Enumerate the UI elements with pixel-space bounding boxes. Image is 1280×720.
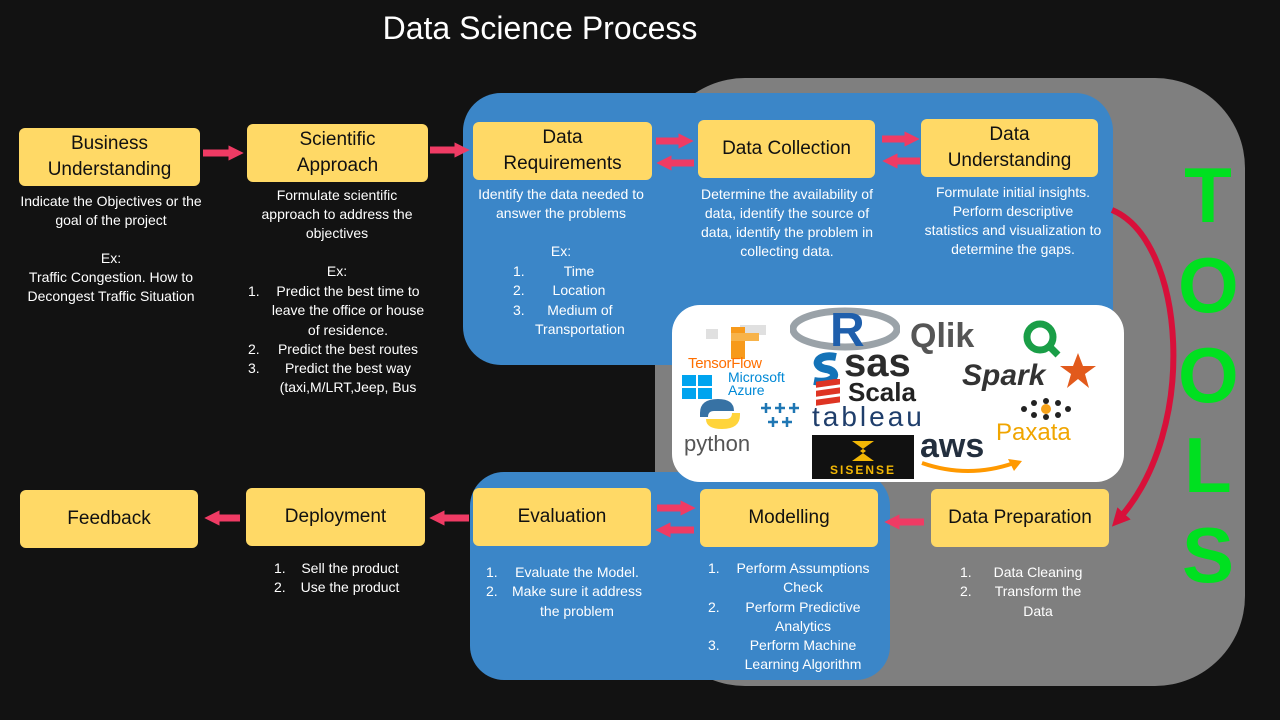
evaluation-box: Evaluation — [473, 488, 651, 546]
data-understanding-label: Data Understanding — [947, 124, 1072, 171]
tensorflow-logo — [706, 325, 766, 359]
list-item: 2.Predict the best routes — [248, 340, 419, 357]
list-item: 3.Predict the best way (taxi,M/LRT,Jeep,… — [248, 360, 417, 396]
data-preparation-list: 1.Data Cleaning 2.Transform the Data — [960, 563, 1094, 621]
qlik-label: Qlik — [910, 317, 975, 355]
evaluation-list: 1.Evaluate the Model. 2.Make sure it add… — [486, 563, 646, 621]
page-title: Data Science Process — [382, 10, 698, 46]
spark-label: Spark — [962, 359, 1046, 392]
tools-letter: O — [1178, 241, 1239, 329]
azure-label: Microsoft Azure — [728, 369, 785, 398]
sisense-label: SISENSE — [829, 463, 897, 477]
aws-smile-icon — [921, 459, 1022, 473]
tensorflow-label: TensorFlow — [688, 355, 762, 372]
list-item: 2.Make sure it address the problem — [486, 583, 642, 619]
tools-letter: L — [1184, 421, 1232, 509]
modelling-label: Modelling — [748, 507, 830, 528]
spark-star-icon — [1060, 353, 1096, 388]
tableau-label: tableau — [812, 401, 925, 432]
list-item: 1.Data Cleaning — [960, 564, 1083, 580]
scientific-approach-label: Scientific Approach — [296, 129, 379, 176]
aws-label: aws — [920, 427, 985, 465]
tools-label: T O O L S — [1178, 150, 1239, 600]
scientific-approach-list: 1.Predict the best time to leave the off… — [248, 282, 426, 398]
evaluation-label: Evaluation — [517, 506, 607, 527]
list-item: 1.Time — [513, 263, 595, 279]
list-item: 2.Perform Predictive Analytics — [708, 598, 861, 634]
tools-letter: S — [1181, 511, 1235, 599]
data-understanding-box: Data Understanding — [921, 119, 1098, 177]
data-requirements-box: Data Requirements — [473, 122, 652, 180]
list-item: 1.Sell the product — [274, 560, 399, 576]
paxata-dots-icon — [1021, 398, 1071, 420]
data-requirements-label: Data Requirements — [503, 127, 622, 174]
tool-logos-panel: TensorFlow R Qlik sas Microsoft Azure Sc… — [672, 305, 1124, 482]
scientific-approach-desc: Formulate scientific approach to address… — [261, 187, 413, 279]
scala-label: Scala — [848, 377, 916, 407]
deployment-box: Deployment — [246, 488, 425, 546]
data-collection-label: Data Collection — [722, 138, 851, 159]
list-item: 2.Location — [513, 282, 606, 299]
tools-letter: T — [1184, 151, 1232, 239]
list-item: 1.Evaluate the Model. — [486, 564, 639, 580]
scientific-approach-box: Scientific Approach — [247, 124, 428, 182]
scala-icon — [816, 379, 840, 406]
data-collection-box: Data Collection — [698, 120, 875, 178]
list-item: 2.Use the product — [274, 579, 400, 596]
data-understanding-desc: Formulate initial insights. Perform desc… — [924, 184, 1102, 257]
feedback-box: Feedback — [20, 490, 198, 548]
qlik-icon — [1023, 320, 1061, 358]
tools-letter: O — [1178, 331, 1239, 419]
sisense-logo — [812, 435, 914, 479]
r-label: R — [830, 305, 865, 357]
arrow-understanding-to-preparation — [1110, 207, 1177, 527]
list-item: 3.Medium of Transportation — [513, 301, 625, 337]
windows-icon — [682, 375, 712, 399]
deployment-label: Deployment — [284, 506, 387, 527]
data-requirements-list: 1.Time 2.Location 3.Medium of Transporta… — [513, 262, 625, 339]
deployment-list: 1.Sell the product 2.Use the product — [274, 559, 404, 598]
data-collection-desc: Determine the availability of data, iden… — [701, 186, 873, 259]
python-label: python — [684, 431, 751, 456]
business-understanding-label: Business Understanding — [47, 133, 172, 180]
r-logo — [790, 307, 900, 351]
data-requirements-desc: Identify the data needed to answer the p… — [478, 186, 644, 259]
paxata-label: Paxata — [996, 419, 1071, 446]
business-understanding-box: Business Understanding — [19, 128, 200, 186]
feedback-label: Feedback — [67, 508, 151, 529]
business-understanding-desc: Indicate the Objectives or the goal of t… — [20, 193, 202, 304]
data-preparation-box: Data Preparation — [931, 489, 1109, 547]
list-item: 2.Transform the Data — [960, 583, 1082, 619]
modelling-list: 1.Perform Assumptions Check 2.Perform Pr… — [708, 559, 876, 675]
python-icon — [700, 399, 740, 429]
list-item: 1.Predict the best time to leave the off… — [248, 283, 425, 338]
tableau-cross-icon — [761, 403, 799, 427]
modelling-box: Modelling — [700, 489, 878, 547]
data-preparation-label: Data Preparation — [948, 507, 1092, 528]
sas-label: sas — [844, 341, 911, 385]
list-item: 1.Perform Assumptions Check — [708, 560, 870, 596]
list-item: 3.Perform Machine Learning Algorithm — [708, 637, 862, 673]
